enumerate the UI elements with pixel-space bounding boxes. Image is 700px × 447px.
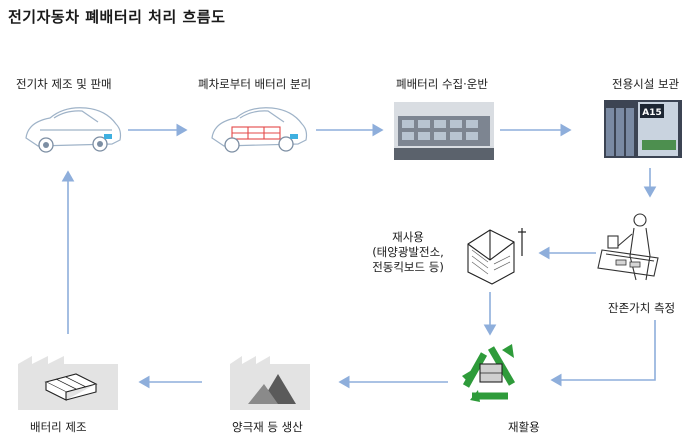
label-measure: 잔존가치 측정: [608, 301, 676, 315]
label-manufacture: 전기차 제조 및 판매: [16, 77, 112, 91]
label-separate: 폐차로부터 배터리 분리: [198, 77, 312, 91]
rack-sign-text: A15: [642, 108, 662, 118]
battery-collection-image: [394, 102, 494, 160]
ev-car-image: [25, 107, 122, 153]
reuse-label: 재사용 (태양광발전소, 전동킥보드 등): [354, 230, 462, 275]
reuse-title: 재사용: [392, 230, 424, 244]
reuse-building-icon: [467, 228, 526, 285]
reuse-detail-1: (태양광발전소,: [372, 245, 444, 259]
residual-measurement-image: [597, 213, 659, 281]
label-recycle: 재활용: [508, 420, 540, 434]
battery-factory-image: [18, 356, 118, 410]
label-battery: 배터리 제조: [30, 420, 87, 434]
battery-separation-image: [211, 107, 308, 153]
label-cathode: 양극재 등 생산: [232, 420, 303, 434]
label-storage: 전용시설 보관: [612, 77, 680, 91]
reuse-detail-2: 전동킥보드 등): [372, 260, 444, 274]
diagram-title: 전기자동차 폐배터리 처리 흐름도: [8, 8, 226, 26]
storage-facility-image: A15: [604, 100, 682, 158]
cathode-factory-image: [230, 356, 310, 410]
arrow-measure-to-recycle: [550, 320, 656, 387]
label-collect: 폐배터리 수집·운반: [396, 77, 488, 91]
recycle-icon: [462, 344, 516, 402]
